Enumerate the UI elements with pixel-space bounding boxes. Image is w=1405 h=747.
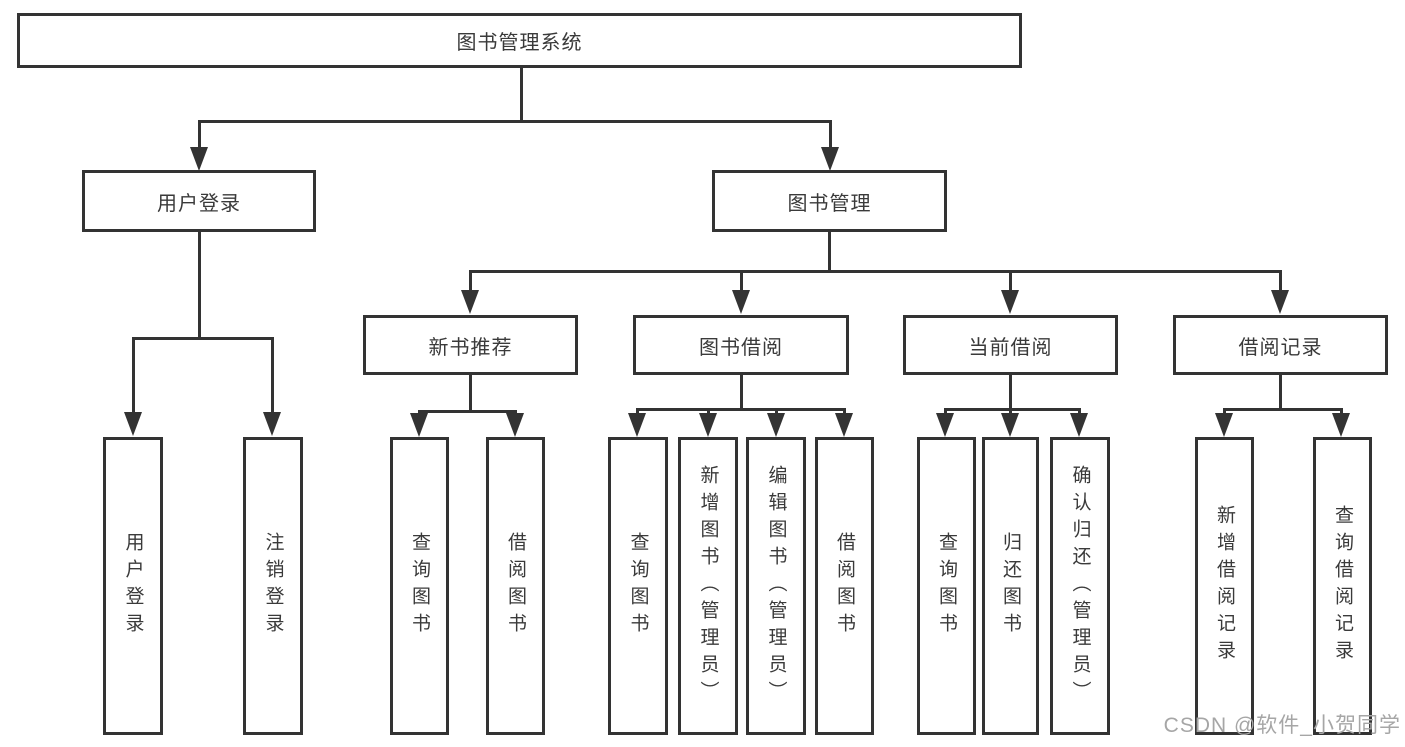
arrow-down-icon [936, 413, 954, 437]
connector-line [740, 270, 743, 292]
arrow-down-icon [1215, 413, 1233, 437]
node-query-books-recommend: 查询图书 [390, 437, 449, 735]
arrow-down-icon [190, 147, 208, 171]
node-add-books-admin: 新增图书（管理员） [678, 437, 738, 735]
connector-line [944, 408, 1081, 411]
arrow-down-icon [1070, 413, 1088, 437]
arrow-down-icon [628, 413, 646, 437]
node-new-book-recommend: 新书推荐 [363, 315, 578, 375]
connector-line [198, 120, 201, 150]
connector-line [418, 410, 517, 413]
arrow-down-icon [821, 147, 839, 171]
connector-line [1279, 270, 1282, 292]
connector-line [469, 270, 472, 292]
arrow-down-icon [124, 412, 142, 436]
connector-line [198, 120, 832, 123]
connector-line [1009, 270, 1012, 292]
node-add-borrow-record: 新增借阅记录 [1195, 437, 1254, 735]
arrow-down-icon [835, 413, 853, 437]
connector-line [1279, 375, 1282, 408]
node-query-books-current: 查询图书 [917, 437, 976, 735]
connector-line [1009, 408, 1012, 415]
connector-line [636, 408, 639, 415]
arrow-down-icon [1332, 413, 1350, 437]
node-library-system: 图书管理系统 [17, 13, 1022, 68]
arrow-down-icon [263, 412, 281, 436]
connector-line [271, 337, 274, 413]
connector-line [198, 232, 201, 337]
arrow-down-icon [506, 413, 524, 437]
arrow-down-icon [1001, 290, 1019, 314]
arrow-down-icon [461, 290, 479, 314]
node-book-borrowing: 图书借阅 [633, 315, 849, 375]
csdn-watermark: CSDN @软件_小贺同学 [1163, 714, 1401, 737]
connector-line [1009, 375, 1012, 408]
connector-line [775, 408, 778, 415]
node-borrow-books-recommend: 借阅图书 [486, 437, 545, 735]
node-logout: 注销登录 [243, 437, 303, 735]
node-borrowing-records: 借阅记录 [1173, 315, 1388, 375]
node-query-books-borrowing: 查询图书 [608, 437, 668, 735]
node-query-borrow-record: 查询借阅记录 [1313, 437, 1372, 735]
arrow-down-icon [1271, 290, 1289, 314]
node-return-books: 归还图书 [982, 437, 1039, 735]
node-user-login: 用户登录 [103, 437, 163, 735]
connector-line [469, 375, 472, 410]
connector-line [132, 337, 135, 413]
connector-line [1223, 408, 1226, 415]
connector-line [707, 408, 710, 415]
connector-line [132, 337, 274, 340]
connector-line [843, 408, 846, 415]
connector-line [1223, 408, 1343, 411]
connector-line [520, 68, 523, 120]
connector-line [1340, 408, 1343, 415]
connector-line [828, 232, 831, 272]
node-confirm-return-admin: 确认归还（管理员） [1050, 437, 1110, 735]
connector-line [636, 408, 846, 411]
connector-line [829, 120, 832, 150]
arrow-down-icon [1001, 413, 1019, 437]
node-current-borrowing: 当前借阅 [903, 315, 1118, 375]
arrow-down-icon [699, 413, 717, 437]
connector-line [740, 375, 743, 408]
node-user-login-group: 用户登录 [82, 170, 316, 232]
arrow-down-icon [410, 413, 428, 437]
connector-line [944, 408, 947, 415]
connector-line [469, 270, 1282, 273]
arrow-down-icon [732, 290, 750, 314]
node-borrow-books: 借阅图书 [815, 437, 874, 735]
node-book-management: 图书管理 [712, 170, 947, 232]
connector-line [1078, 408, 1081, 415]
node-edit-books-admin: 编辑图书（管理员） [746, 437, 806, 735]
arrow-down-icon [767, 413, 785, 437]
